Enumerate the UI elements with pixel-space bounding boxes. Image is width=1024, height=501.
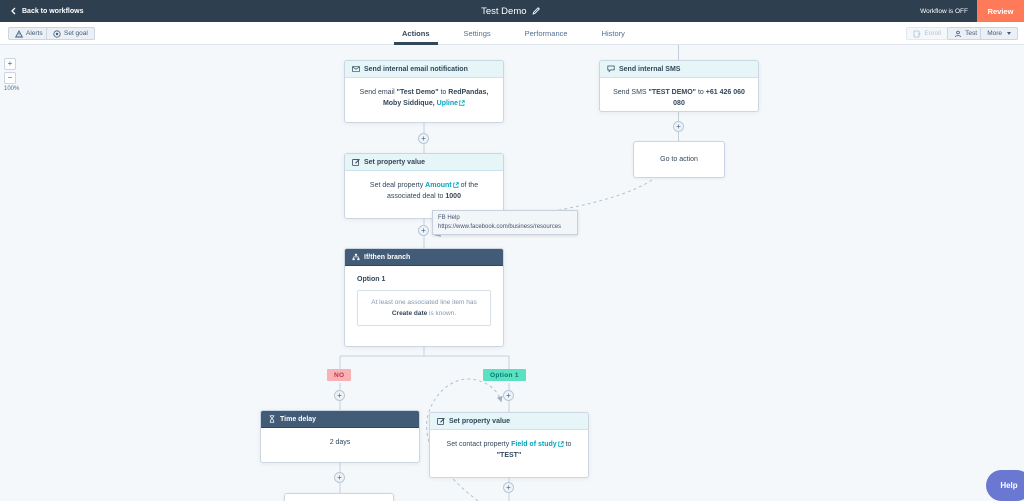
- enroll-label: Enroll: [924, 30, 941, 37]
- node-title: Send internal email notification: [364, 65, 468, 73]
- node-title: Send internal SMS: [619, 65, 681, 73]
- tab-performance[interactable]: Performance: [524, 29, 568, 38]
- edit-property-icon: [437, 417, 445, 425]
- node-body: Set contact property Field of study to "…: [446, 441, 572, 460]
- enroll-icon: [913, 30, 921, 37]
- node-header: Set property value: [430, 413, 588, 430]
- workflow-title: Test Demo: [481, 0, 541, 22]
- topbar: Back to workflows Test Demo Workflow is …: [0, 0, 1024, 22]
- alerts-button[interactable]: Alerts: [8, 27, 50, 40]
- alerts-label: Alerts: [26, 30, 43, 37]
- edit-property-icon: [352, 158, 360, 166]
- target-icon: [53, 29, 61, 38]
- node-header: Send internal email notification: [345, 61, 503, 78]
- tooltip-url: https://www.facebook.com/business/resour…: [438, 223, 562, 230]
- toolbar: Alerts Set goal Actions Settings Perform…: [0, 22, 1024, 45]
- add-action-button[interactable]: +: [503, 390, 514, 401]
- node-title: Set property value: [364, 158, 426, 166]
- add-action-button[interactable]: +: [334, 472, 345, 483]
- workflow-status-label: Workflow is OFF: [920, 7, 968, 15]
- node-title: Set property value: [449, 417, 511, 425]
- branch-label-option1: Option 1: [483, 369, 526, 381]
- field-of-study-link[interactable]: Field of study: [511, 441, 557, 448]
- node-header: Time delay: [261, 411, 419, 428]
- test-label: Test: [965, 30, 977, 37]
- person-icon: [955, 30, 962, 37]
- action-node-send-email[interactable]: Send internal email notification Send em…: [344, 60, 504, 123]
- sms-icon: [607, 65, 615, 73]
- branch-icon: [352, 253, 360, 261]
- amount-property-link[interactable]: Amount: [425, 182, 452, 189]
- tab-history[interactable]: History: [601, 29, 625, 38]
- back-label: Back to workflows: [22, 7, 84, 15]
- node-body: Set deal property Amount of the associat…: [369, 182, 479, 201]
- set-goal-label: Set goal: [64, 30, 88, 37]
- add-action-button[interactable]: +: [503, 482, 514, 493]
- action-node-send-sms[interactable]: Send internal SMS Send SMS "TEST DEMO" t…: [599, 60, 759, 112]
- node-body: Send email "Test Demo" to RedPandas, Mob…: [359, 89, 489, 108]
- tab-actions[interactable]: Actions: [394, 22, 437, 45]
- node-title: Time delay: [280, 415, 317, 423]
- action-node-set-contact-property[interactable]: Set property value Set contact property …: [429, 412, 589, 478]
- node-header: Send internal SMS: [600, 61, 758, 78]
- chevron-left-icon: [11, 7, 16, 15]
- more-label: More: [987, 30, 1002, 37]
- enroll-button[interactable]: Enroll: [906, 27, 948, 40]
- action-node-partial[interactable]: [284, 493, 394, 501]
- hourglass-icon: [269, 415, 275, 423]
- zoom-in-button[interactable]: +: [4, 58, 16, 70]
- zoom-level-label: 100%: [4, 86, 20, 92]
- review-button[interactable]: Review: [977, 0, 1024, 22]
- node-body: Send SMS "TEST DEMO" to +61 426 060 080: [613, 89, 745, 108]
- tab-settings[interactable]: Settings: [463, 29, 491, 38]
- set-goal-button[interactable]: Set goal: [46, 27, 95, 40]
- workflow-title-text: Test Demo: [481, 5, 527, 17]
- edit-pencil-icon[interactable]: [532, 7, 541, 15]
- add-action-button[interactable]: +: [334, 390, 345, 401]
- go-to-action-label: Go to action: [660, 156, 698, 163]
- tab-bar: Actions Settings Performance History: [394, 22, 627, 45]
- email-icon: [352, 66, 360, 72]
- node-title: If/then branch: [364, 253, 411, 261]
- caret-down-icon: [1007, 32, 1011, 35]
- more-button[interactable]: More: [980, 27, 1018, 40]
- tooltip-title: FB Help: [438, 215, 460, 221]
- external-link-icon: [459, 100, 465, 106]
- node-body: Option 1 At least one associated line it…: [345, 266, 503, 334]
- alert-triangle-icon: [15, 29, 23, 37]
- go-to-action-node[interactable]: Go to action: [633, 141, 725, 178]
- external-link-icon: [557, 441, 564, 447]
- help-button[interactable]: Help: [986, 470, 1024, 501]
- action-node-time-delay[interactable]: Time delay 2 days: [260, 410, 420, 463]
- fb-help-tooltip: FB Help https://www.facebook.com/busines…: [432, 210, 578, 236]
- node-header: Set property value: [345, 154, 503, 171]
- node-body: 2 days: [329, 439, 351, 446]
- upline-link[interactable]: Upline: [436, 100, 459, 108]
- zoom-controls: + − 100%: [4, 58, 19, 92]
- add-action-button[interactable]: +: [418, 225, 429, 236]
- zoom-out-button[interactable]: −: [4, 72, 16, 84]
- action-node-ifthen-branch[interactable]: If/then branch Option 1 At least one ass…: [344, 248, 504, 347]
- add-action-button[interactable]: +: [673, 121, 684, 132]
- back-to-workflows-link[interactable]: Back to workflows: [10, 0, 83, 22]
- test-button[interactable]: Test: [947, 27, 984, 40]
- add-action-button[interactable]: +: [418, 133, 429, 144]
- node-header: If/then branch: [345, 249, 503, 266]
- branch-label-no: NO: [327, 369, 352, 381]
- branch-option-label: Option 1: [357, 276, 386, 283]
